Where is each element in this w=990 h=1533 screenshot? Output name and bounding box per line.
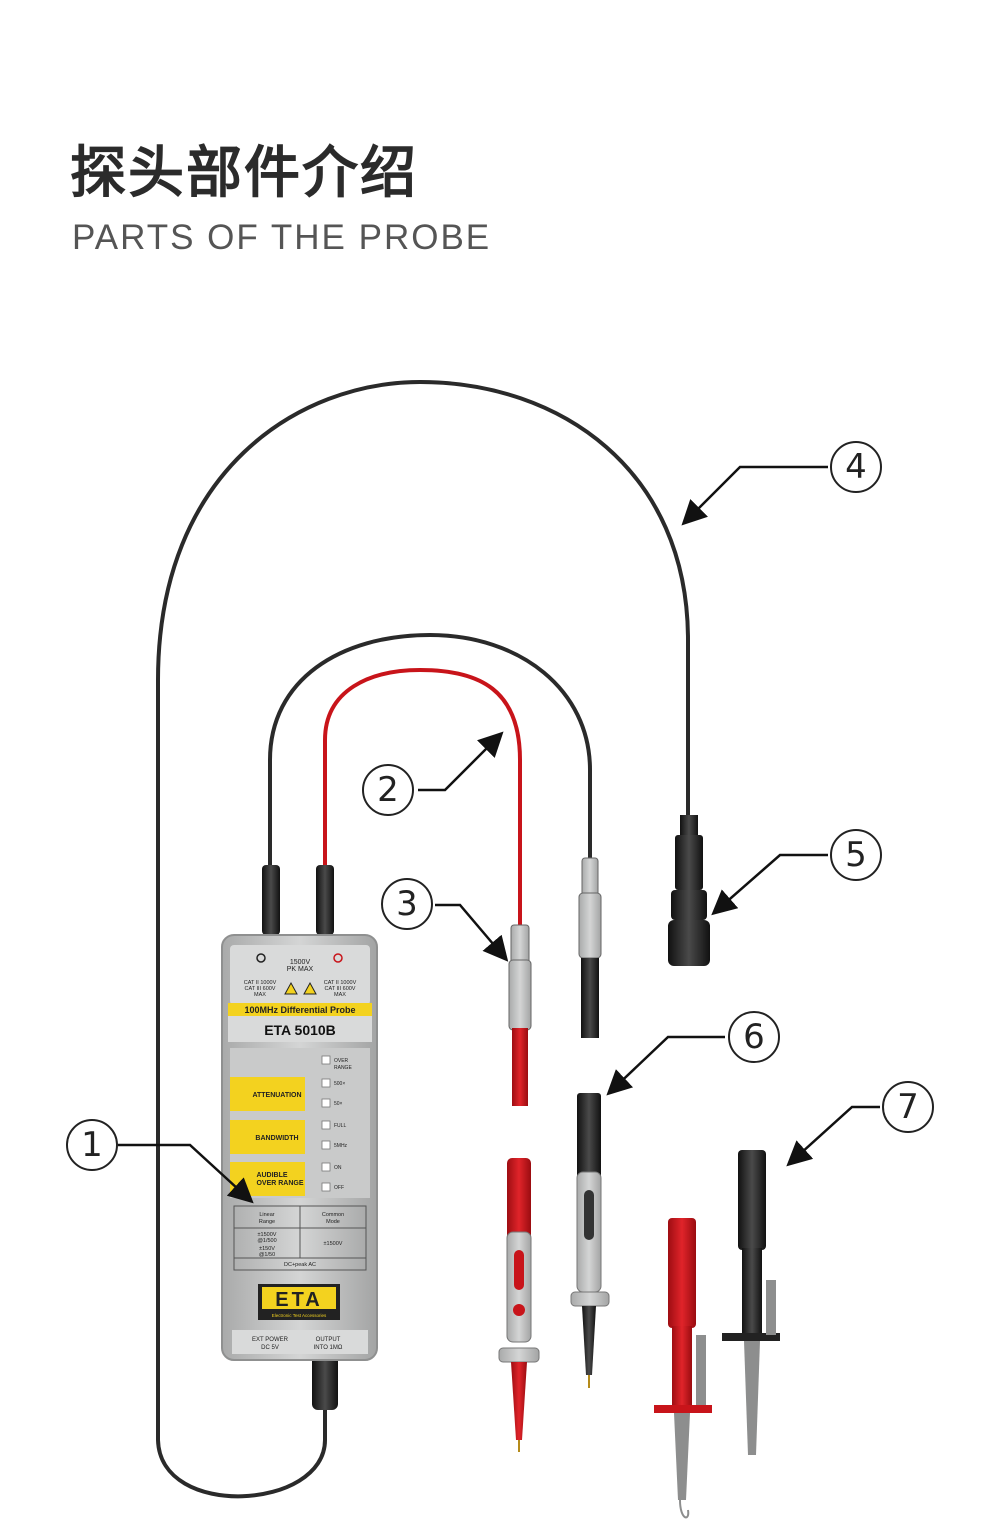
attenuation-label: ATTENUATION bbox=[252, 1092, 301, 1099]
model-number: ETA 5010B bbox=[264, 1022, 336, 1038]
svg-text:Common: Common bbox=[322, 1212, 344, 1218]
svg-text:CAT II 1000V: CAT II 1000V bbox=[324, 980, 357, 986]
callout-1: 1 bbox=[66, 1119, 118, 1171]
svg-text:EXT POWER: EXT POWER bbox=[252, 1337, 289, 1343]
bnc-connector bbox=[668, 815, 710, 966]
audible-label: AUDIBLE bbox=[256, 1172, 287, 1179]
callout-3: 3 bbox=[381, 878, 433, 930]
svg-text:CAT III 600V: CAT III 600V bbox=[245, 986, 276, 992]
callout-7: 7 bbox=[882, 1081, 934, 1133]
rating-label: 1500V bbox=[290, 959, 311, 966]
red-test-probe bbox=[498, 1158, 540, 1452]
red-input-lead bbox=[323, 667, 522, 930]
svg-text:CAT III 600V: CAT III 600V bbox=[325, 986, 356, 992]
svg-text:±1500V: ±1500V bbox=[258, 1232, 277, 1238]
svg-text:RANGE: RANGE bbox=[334, 1065, 352, 1071]
model-description: 100MHz Differential Probe bbox=[244, 1005, 355, 1015]
svg-text:FULL: FULL bbox=[334, 1123, 346, 1129]
svg-text:ON: ON bbox=[334, 1165, 342, 1171]
svg-text:50×: 50× bbox=[334, 1101, 343, 1107]
svg-text:DC+peak AC: DC+peak AC bbox=[284, 1262, 316, 1268]
black-banana-plug bbox=[578, 857, 602, 1038]
probe-body-labels: 1500V PK MAX CAT II 1000V CAT III 600V M… bbox=[244, 959, 357, 1351]
svg-text:Mode: Mode bbox=[326, 1219, 340, 1225]
svg-text:±1500V: ±1500V bbox=[324, 1241, 343, 1247]
svg-text:OUTPUT: OUTPUT bbox=[316, 1337, 341, 1343]
callout-6: 6 bbox=[728, 1011, 780, 1063]
svg-text:MAX: MAX bbox=[334, 992, 346, 998]
probe-body bbox=[221, 934, 378, 1361]
output-cable bbox=[156, 379, 690, 1499]
callout-leaders bbox=[118, 465, 880, 1204]
bandwidth-label: BANDWIDTH bbox=[255, 1135, 298, 1142]
svg-text:DC 5V: DC 5V bbox=[261, 1345, 279, 1351]
black-hook-clip bbox=[722, 1150, 780, 1455]
svg-text:MAX: MAX bbox=[254, 992, 266, 998]
svg-text:Range: Range bbox=[259, 1219, 275, 1225]
page-title-en: PARTS OF THE PROBE bbox=[72, 218, 492, 257]
output-strain-relief bbox=[312, 1355, 338, 1410]
svg-text:500×: 500× bbox=[334, 1081, 345, 1087]
callout-4: 4 bbox=[830, 441, 882, 493]
svg-text:±150V: ±150V bbox=[259, 1246, 275, 1252]
svg-text:OFF: OFF bbox=[334, 1185, 344, 1191]
svg-text:CAT II 1000V: CAT II 1000V bbox=[244, 980, 277, 986]
svg-text:Linear: Linear bbox=[259, 1212, 274, 1218]
callout-2: 2 bbox=[362, 764, 414, 816]
svg-text:@1/500: @1/500 bbox=[257, 1238, 276, 1244]
svg-text:OVER: OVER bbox=[334, 1058, 349, 1064]
red-hook-clip bbox=[654, 1218, 712, 1519]
black-test-probe bbox=[570, 1093, 610, 1388]
svg-text:5MHz: 5MHz bbox=[334, 1143, 348, 1149]
svg-text:@1/50: @1/50 bbox=[259, 1252, 275, 1258]
black-input-lead bbox=[268, 632, 592, 870]
rating-sub-label: PK MAX bbox=[287, 966, 314, 973]
callout-5: 5 bbox=[830, 829, 882, 881]
red-banana-plug bbox=[508, 924, 532, 1106]
over-range-label: OVER RANGE bbox=[256, 1180, 303, 1187]
svg-text:Electronic Test Accessories: Electronic Test Accessories bbox=[272, 1313, 327, 1318]
svg-text:INTO 1MΩ: INTO 1MΩ bbox=[314, 1345, 343, 1351]
brand-logo: ETA bbox=[275, 1289, 323, 1311]
lead-strain-reliefs bbox=[262, 865, 334, 935]
page-title-cn: 探头部件介绍 bbox=[70, 141, 418, 206]
